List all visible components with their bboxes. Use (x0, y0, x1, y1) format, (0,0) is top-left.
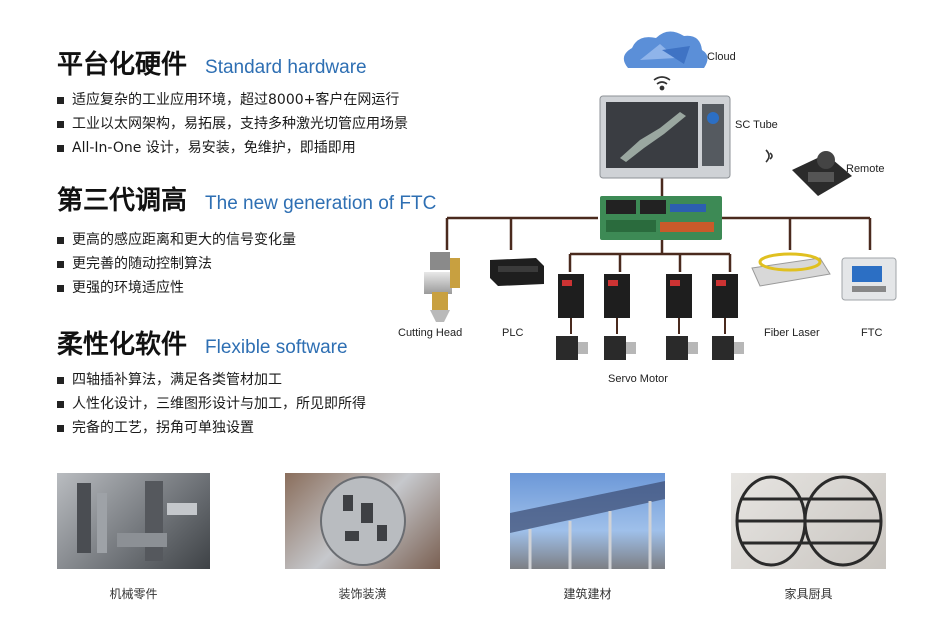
wifi-icon (653, 76, 671, 91)
list-item: 更完善的随动控制算法 (57, 252, 296, 276)
servo-driver-icon (604, 274, 630, 318)
section-title-software-en: Flexible software (205, 337, 348, 358)
bullet-text: 更强的环境适应性 (72, 280, 184, 296)
list-item: 更高的感应距离和更大的信号变化量 (57, 228, 296, 252)
fiber-laser-label: Fiber Laser (764, 327, 820, 339)
controller-board-icon (600, 196, 722, 240)
section-title-software-zh: 柔性化软件 (57, 330, 188, 360)
sc-tube-label: SC Tube (735, 119, 778, 131)
cutting-head-label: Cutting Head (398, 327, 463, 339)
section-title-ftc: 第三代调高 The new generation of FTC (57, 180, 436, 217)
bullet-square-icon (57, 96, 64, 104)
servo-motor-label: Servo Motor (608, 373, 668, 385)
bullet-square-icon (57, 424, 64, 432)
bullet-square-icon (57, 144, 64, 152)
bullet-square-icon (57, 400, 64, 408)
application-caption: 家具厨具 (784, 587, 833, 601)
bullet-square-icon (57, 120, 64, 128)
list-item: 工业以太网架构，易拓展，支持多种激光切管应用场景 (57, 112, 408, 136)
bullet-square-icon (57, 284, 64, 292)
list-item: 人性化设计，三维图形设计与加工，所见即所得 (57, 392, 366, 416)
hardware-bullet-list: 适应复杂的工业应用环境，超过8000+客户在网运行 工业以太网架构，易拓展，支持… (57, 88, 408, 160)
servo-driver-icon (558, 274, 584, 318)
list-item: All-In-One 设计，易安装，免维护，即插即用 (57, 136, 408, 160)
ftc-label: FTC (861, 327, 883, 339)
section-title-hardware: 平台化硬件 Standard hardware (57, 44, 367, 81)
bullet-text: All-In-One 设计，易安装，免维护，即插即用 (72, 140, 356, 156)
application-image-mechanical-parts (57, 473, 210, 569)
fiber-laser-icon (751, 252, 831, 287)
cutting-head-icon (424, 252, 460, 322)
remote-pendant-icon (792, 151, 852, 196)
sc-tube-monitor-icon (599, 95, 731, 179)
plc-icon (490, 258, 544, 286)
bullet-square-icon (57, 260, 64, 268)
bullet-square-icon (57, 376, 64, 384)
plc-label: PLC (502, 327, 524, 339)
bullet-text: 更完善的随动控制算法 (72, 256, 212, 272)
ftc-device-icon (841, 257, 897, 301)
servo-motor-icon (712, 336, 744, 360)
ftc-bullet-list: 更高的感应距离和更大的信号变化量 更完善的随动控制算法 更强的环境适应性 (57, 228, 296, 300)
bullet-text: 完备的工艺，拐角可单独设置 (72, 420, 254, 436)
connector-lines (445, 178, 872, 272)
application-caption: 装饰装潢 (338, 587, 387, 601)
connector-lines (570, 318, 726, 334)
servo-driver-icon (666, 274, 692, 318)
list-item: 完备的工艺，拐角可单独设置 (57, 416, 366, 440)
bullet-text: 工业以太网架构，易拓展，支持多种激光切管应用场景 (72, 116, 408, 132)
application-image-furniture (731, 473, 886, 569)
bullet-square-icon (57, 236, 64, 244)
servo-motor-icon (666, 336, 698, 360)
section-title-hardware-zh: 平台化硬件 (57, 50, 188, 80)
application-image-decoration (285, 473, 440, 569)
remote-label: Remote (846, 163, 885, 175)
section-title-ftc-en: The new generation of FTC (205, 193, 437, 214)
bullet-text: 人性化设计，三维图形设计与加工，所见即所得 (72, 396, 366, 412)
section-title-ftc-zh: 第三代调高 (57, 186, 188, 216)
application-caption: 建筑建材 (563, 587, 612, 601)
software-bullet-list: 四轴插补算法，满足各类管材加工 人性化设计，三维图形设计与加工，所见即所得 完备… (57, 368, 366, 440)
cloud-label: Cloud (707, 51, 736, 63)
wifi-icon (765, 149, 773, 163)
bullet-text: 适应复杂的工业应用环境，超过8000+客户在网运行 (72, 92, 400, 108)
servo-motor-icon (556, 336, 588, 360)
servo-driver-icon (712, 274, 738, 318)
cloud-icon (623, 31, 708, 68)
section-title-hardware-en: Standard hardware (205, 57, 367, 78)
list-item: 适应复杂的工业应用环境，超过8000+客户在网运行 (57, 88, 408, 112)
bullet-text: 更高的感应距离和更大的信号变化量 (72, 232, 296, 248)
application-caption: 机械零件 (109, 587, 158, 601)
application-image-construction (510, 473, 665, 569)
list-item: 更强的环境适应性 (57, 276, 296, 300)
bullet-text: 四轴插补算法，满足各类管材加工 (72, 372, 282, 388)
list-item: 四轴插补算法，满足各类管材加工 (57, 368, 366, 392)
section-title-software: 柔性化软件 Flexible software (57, 324, 348, 361)
servo-motor-icon (604, 336, 636, 360)
